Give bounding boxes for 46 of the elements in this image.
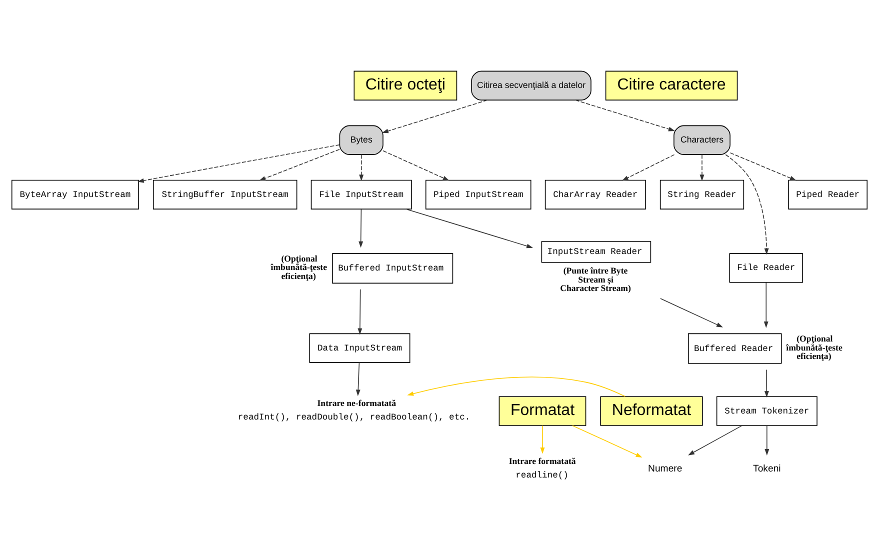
arrow: [382, 100, 488, 134]
node-text: Intrare formatată readline(): [508, 456, 576, 480]
arrow: [572, 425, 642, 458]
node-box: String Reader: [660, 180, 744, 210]
node-box: Citirea secvenţială a datelor: [471, 70, 592, 100]
arrow: [688, 425, 742, 456]
node-box: Stream Tokenizer: [716, 396, 818, 426]
node-box: Piped Reader: [788, 180, 868, 210]
arrow: [700, 154, 704, 182]
node-box: ByteArray InputStream: [11, 180, 139, 210]
arrow: [764, 369, 769, 398]
node-box: Data InputStream: [309, 333, 410, 363]
arrow: [382, 150, 450, 181]
node-box: Bytes: [339, 125, 384, 155]
arrow: [622, 154, 675, 181]
arrow: [764, 425, 770, 456]
node-box: File InputStream: [310, 180, 412, 210]
arrow: [259, 149, 340, 181]
arrow: [406, 208, 534, 248]
arrow: [356, 362, 360, 396]
node-box: Piped InputStream: [425, 180, 532, 210]
node-text: Numere: [648, 463, 682, 474]
node-text: Intrare ne-formatată readInt(), readDouble(), readBoolean(), etc.: [238, 398, 470, 423]
arrow: [358, 208, 364, 248]
node-box: Citire octeţi: [354, 70, 458, 100]
arrow: [358, 289, 362, 335]
arrow: [730, 152, 796, 181]
node-box: Neformatat: [600, 396, 703, 426]
arrow: [540, 425, 545, 454]
arrow: [359, 154, 364, 182]
node-label: (Punte între Byte Stream şi Character Stream): [560, 265, 631, 294]
node-box: StringBuffer InputStream: [152, 180, 298, 210]
arrow: [725, 154, 769, 255]
node-box: Citire caractere: [605, 70, 738, 100]
node-text: Tokeni: [753, 463, 781, 474]
arrow: [407, 376, 626, 397]
arrow: [764, 282, 768, 328]
node-label: (Opţional îmbunătă-ţeste eficienţa): [786, 334, 842, 362]
arrow: [575, 100, 675, 132]
arrow: [660, 298, 723, 328]
node-box: Characters: [674, 125, 730, 155]
node-box: File Reader: [729, 253, 803, 283]
arrow: [137, 144, 340, 183]
node-label: (Opţional îmbunătă-ţeste eficienţa): [270, 253, 327, 282]
node-box: CharArray Reader: [544, 180, 646, 210]
node-box: Formatat: [498, 396, 586, 426]
